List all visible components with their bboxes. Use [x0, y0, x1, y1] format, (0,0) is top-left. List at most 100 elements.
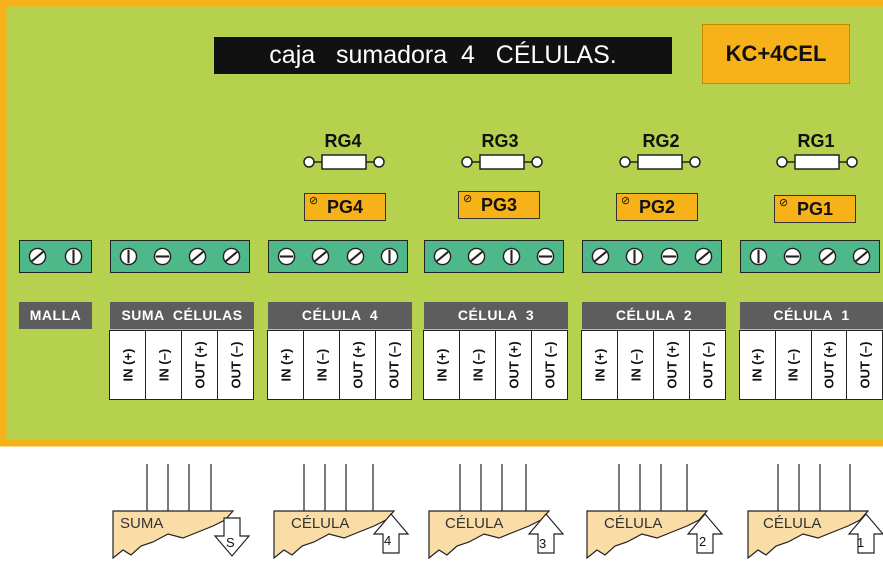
screw-icon[interactable]	[433, 247, 452, 266]
resistor-symbols	[303, 154, 858, 170]
screw-icon[interactable]	[28, 247, 47, 266]
group-label-celula-3: CÉLULA 3	[424, 302, 568, 329]
load-cell-1	[747, 510, 870, 560]
trimmer-icon: ⊘	[779, 197, 789, 209]
pin-in-minus: IN (–)	[774, 330, 812, 400]
pin-out-plus: OUT (+)	[810, 330, 848, 400]
screw-icon[interactable]	[660, 247, 679, 266]
screw-icon[interactable]	[818, 247, 837, 266]
pin-strip-celula-2: IN (+) IN (–) OUT (+) OUT (–)	[581, 330, 726, 400]
pin-in-minus: IN (–)	[145, 330, 182, 400]
screw-icon[interactable]	[311, 247, 330, 266]
screw-icon[interactable]	[591, 247, 610, 266]
arrow-icon	[372, 513, 410, 554]
terminal-block-celula-3	[424, 240, 564, 273]
cell-label-celula-2: CÉLULA	[604, 515, 663, 532]
arrow-label-2: 2	[699, 534, 707, 549]
pin-in-plus: IN (+)	[739, 330, 776, 400]
trimmer-icon: ⊘	[463, 193, 473, 205]
pin-in-plus: IN (+)	[423, 330, 460, 400]
terminal-block-suma	[110, 240, 250, 273]
arrow-label-s: S	[226, 535, 235, 550]
group-label-celula-4: CÉLULA 4	[268, 302, 412, 329]
screw-icon[interactable]	[536, 247, 555, 266]
resistor-label-rg1: RG1	[797, 131, 835, 151]
resistor-label-rg2: RG2	[642, 131, 680, 151]
potentiometer-label: PG2	[638, 197, 676, 217]
screw-icon[interactable]	[119, 247, 138, 266]
board-title: caja sumadora 4 CÉLULAS.	[214, 37, 672, 74]
screw-icon[interactable]	[153, 247, 172, 266]
screw-icon[interactable]	[852, 247, 871, 266]
pin-out-plus: OUT (+)	[339, 330, 376, 400]
resistor-label-rg3: RG3	[481, 131, 519, 151]
pin-strip-celula-4: IN (+) IN (–) OUT (+) OUT (–)	[267, 330, 412, 400]
cell-label-celula-3: CÉLULA	[445, 515, 504, 532]
potentiometer-pg2[interactable]: ⊘ PG2	[616, 193, 698, 221]
pin-out-minus: OUT (–)	[531, 330, 568, 400]
load-cell-2	[586, 510, 709, 560]
screw-icon[interactable]	[625, 247, 644, 266]
arrow-icon	[527, 513, 565, 554]
terminal-block-celula-1	[740, 240, 880, 273]
pin-out-minus: OUT (–)	[217, 330, 254, 400]
cell-label-celula-4: CÉLULA	[291, 515, 350, 532]
pin-strip-celula-3: IN (+) IN (–) OUT (+) OUT (–)	[423, 330, 568, 400]
pin-in-minus: IN (–)	[303, 330, 340, 400]
arrow-icon	[213, 517, 251, 557]
pin-out-minus: OUT (–)	[375, 330, 412, 400]
resistor-symbol-rg3	[461, 154, 543, 170]
screw-icon[interactable]	[64, 247, 83, 266]
terminal-block-celula-4	[268, 240, 408, 273]
arrow-icon	[686, 513, 724, 554]
pin-out-minus: OUT (–)	[846, 330, 883, 400]
resistor-symbol-rg4	[303, 154, 385, 170]
resistor-symbol-rg1	[776, 154, 858, 170]
screw-icon[interactable]	[346, 247, 365, 266]
cell-label-celula-1: CÉLULA	[763, 515, 822, 532]
group-label-celula-1: CÉLULA 1	[740, 302, 883, 329]
potentiometer-pg4[interactable]: ⊘ PG4	[304, 193, 386, 221]
screw-icon[interactable]	[502, 247, 521, 266]
screw-icon[interactable]	[749, 247, 768, 266]
arrow-label-4: 4	[384, 533, 392, 548]
screw-icon[interactable]	[694, 247, 713, 266]
resistor-label-rg4: RG4	[324, 131, 362, 151]
resistor-symbol-rg2	[619, 154, 701, 170]
pin-in-plus: IN (+)	[581, 330, 618, 400]
pin-in-plus: IN (+)	[267, 330, 304, 400]
pin-in-plus: IN (+)	[109, 330, 146, 400]
potentiometer-pg1[interactable]: ⊘ PG1	[774, 195, 856, 223]
screw-icon[interactable]	[277, 247, 296, 266]
group-label-malla: MALLA	[19, 302, 92, 329]
model-badge: KC+4CEL	[702, 24, 850, 84]
cell-label-suma: SUMA	[120, 515, 164, 532]
pin-strip-celula-1: IN (+) IN (–) OUT (+) OUT (–)	[739, 330, 883, 400]
arrow-label-3: 3	[539, 536, 547, 551]
trimmer-icon: ⊘	[309, 195, 319, 207]
potentiometer-label: PG4	[326, 197, 364, 217]
trimmer-icon: ⊘	[621, 195, 631, 207]
pin-in-minus: IN (–)	[459, 330, 496, 400]
terminal-block-celula-2	[582, 240, 722, 273]
potentiometer-label: PG3	[480, 195, 518, 215]
load-cells-diagram	[112, 464, 883, 560]
arrow-label-1: 1	[857, 535, 865, 550]
pin-out-minus: OUT (–)	[689, 330, 726, 400]
group-label-celula-2: CÉLULA 2	[582, 302, 726, 329]
pin-out-plus: OUT (+)	[495, 330, 532, 400]
screw-icon[interactable]	[188, 247, 207, 266]
terminal-block-malla	[19, 240, 92, 273]
group-label-suma: SUMA CÉLULAS	[110, 302, 254, 329]
pin-out-plus: OUT (+)	[653, 330, 690, 400]
potentiometer-pg3[interactable]: ⊘ PG3	[458, 191, 540, 219]
screw-icon[interactable]	[380, 247, 399, 266]
potentiometer-label: PG1	[796, 199, 834, 219]
pin-strip-suma: IN (+) IN (–) OUT (+) OUT (–)	[109, 330, 254, 400]
pin-in-minus: IN (–)	[617, 330, 654, 400]
screw-icon[interactable]	[783, 247, 802, 266]
pin-out-plus: OUT (+)	[181, 330, 218, 400]
screw-icon[interactable]	[467, 247, 486, 266]
arrow-icon	[847, 513, 883, 554]
screw-icon[interactable]	[222, 247, 241, 266]
